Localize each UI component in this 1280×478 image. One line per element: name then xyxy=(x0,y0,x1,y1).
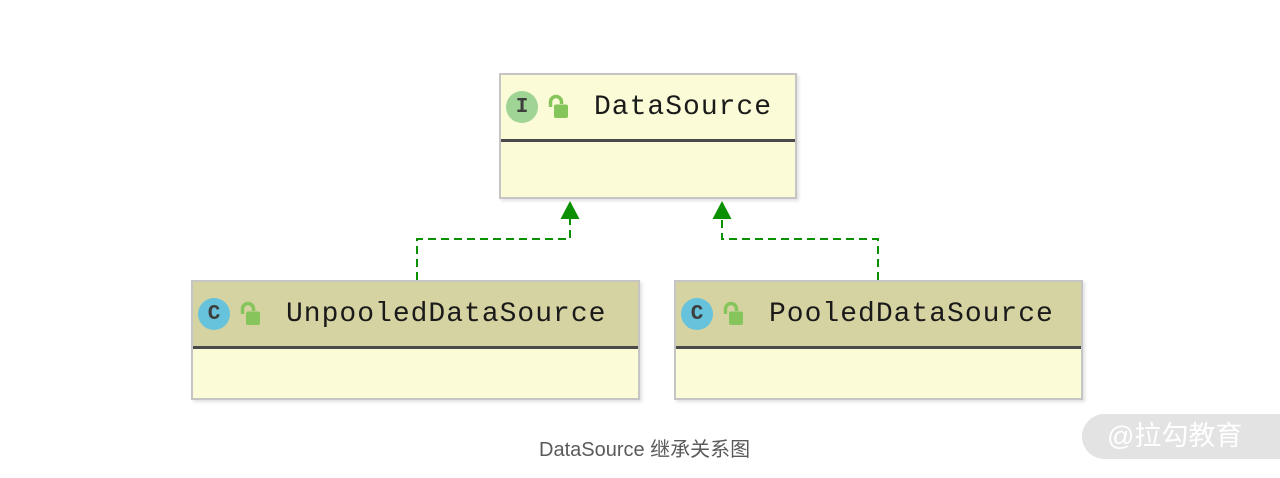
class-icon: C xyxy=(198,298,230,330)
unlocked-public-icon xyxy=(546,94,570,121)
node-pooleddatasource[interactable]: C PooledDataSource xyxy=(674,280,1083,400)
node-unpooleddatasource-header: C UnpooledDataSource xyxy=(193,282,638,346)
node-title: DataSource xyxy=(594,91,773,123)
node-title: PooledDataSource xyxy=(769,298,1054,330)
implements-edge-unpooled-to-datasource xyxy=(416,201,580,280)
node-datasource-header: I DataSource xyxy=(501,75,795,139)
watermark-badge: @拉勾教育 xyxy=(1082,414,1280,459)
node-pooleddatasource-header: C PooledDataSource xyxy=(676,282,1081,346)
node-separator xyxy=(193,346,638,349)
diagram-caption: DataSource 继承关系图 xyxy=(539,439,751,461)
class-icon: C xyxy=(681,298,713,330)
arrowhead-left xyxy=(560,201,580,219)
node-separator xyxy=(676,346,1081,349)
node-pooleddatasource-body xyxy=(676,349,1081,398)
unlocked-public-icon xyxy=(721,301,745,328)
node-datasource-body xyxy=(501,142,795,197)
node-unpooleddatasource-body xyxy=(193,349,638,398)
node-title: UnpooledDataSource xyxy=(286,298,607,330)
node-separator xyxy=(501,139,795,142)
unlocked-public-icon xyxy=(238,301,262,328)
arrowhead-right xyxy=(712,201,732,219)
node-datasource[interactable]: I DataSource xyxy=(499,73,797,199)
node-unpooleddatasource[interactable]: C UnpooledDataSource xyxy=(191,280,640,400)
interface-icon: I xyxy=(506,91,538,123)
implements-edge-pooled-to-datasource xyxy=(712,201,879,280)
